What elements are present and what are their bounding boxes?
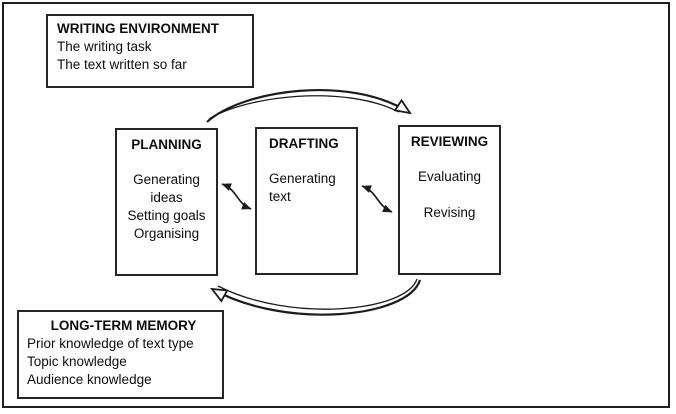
drafting-item: Generating text: [269, 171, 336, 204]
long-term-memory-item: Prior knowledge of text type: [27, 336, 194, 351]
planning-item: Generating ideas: [133, 172, 200, 205]
reviewing-item: Revising: [423, 205, 476, 220]
long-term-memory-title: LONG-TERM MEMORY: [50, 318, 197, 333]
long-term-memory-item: Audience knowledge: [27, 372, 152, 387]
writing-environment-item: The text written so far: [57, 57, 187, 72]
long-term-memory-box: LONG-TERM MEMORY Prior knowledge of text…: [17, 310, 224, 399]
reviewing-item: Evaluating: [417, 169, 482, 184]
reviewing-title: REVIEWING: [410, 134, 489, 149]
reviewing-box: REVIEWING Evaluating Revising: [398, 125, 501, 275]
planning-box: PLANNING Generating ideas Setting goals …: [115, 128, 218, 276]
writing-environment-title: WRITING ENVIRONMENT: [57, 21, 219, 36]
writing-environment-item: The writing task: [57, 39, 152, 54]
writing-environment-box: WRITING ENVIRONMENT The writing task The…: [46, 14, 254, 88]
long-term-memory-item: Topic knowledge: [27, 354, 127, 369]
diagram-outer-frame: [2, 2, 670, 408]
planning-item: Setting goals: [127, 208, 206, 223]
planning-title: PLANNING: [131, 137, 202, 152]
drafting-title: DRAFTING: [269, 136, 339, 151]
planning-item: Organising: [133, 226, 200, 241]
drafting-box: DRAFTING Generating text: [255, 127, 358, 275]
